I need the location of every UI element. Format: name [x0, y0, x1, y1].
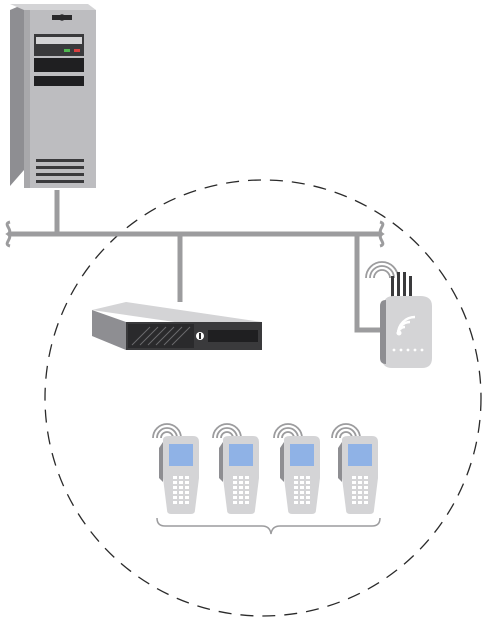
handheld-terminal-icon — [332, 424, 378, 514]
handheld-terminal-icon — [213, 424, 259, 514]
handheld-terminal-icon — [153, 424, 199, 514]
wireless-coverage-boundary — [45, 180, 481, 616]
rack-server-icon — [92, 302, 262, 350]
terminal-group-brace — [157, 518, 380, 534]
handheld-terminal-icon — [274, 424, 320, 514]
wireless-access-point-icon — [366, 262, 432, 368]
tower-server-icon — [10, 4, 96, 188]
